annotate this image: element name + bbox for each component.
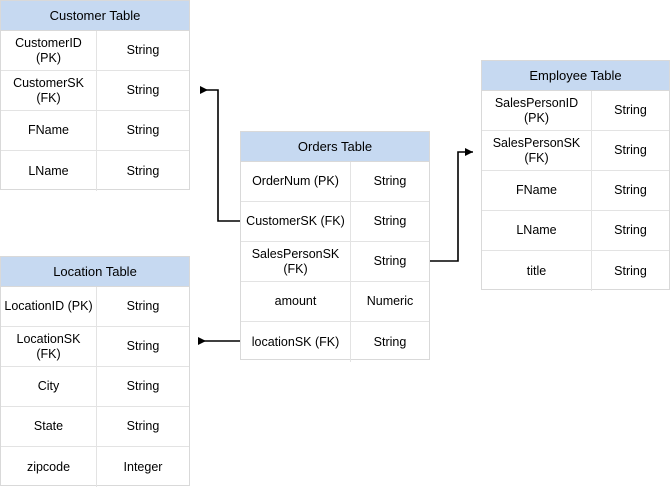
employee-table[interactable]: Employee Table SalesPersonID (PK) String… [481, 60, 670, 291]
field-name: CustomerSK (FK) [1, 71, 97, 110]
field-name: OrderNum (PK) [241, 162, 351, 201]
field-type: String [373, 254, 407, 269]
field-type: String [126, 299, 160, 314]
field-name: title [482, 251, 592, 291]
field-name: FName [1, 111, 97, 150]
field-type: String [614, 223, 647, 238]
field-type: Numeric [366, 294, 414, 309]
field-name: LName [482, 211, 592, 250]
table-row[interactable]: LName String [1, 151, 189, 191]
field-name: LName [1, 151, 97, 191]
field-name: SalesPersonSK (FK) [241, 242, 351, 281]
connector-orders-customer [200, 86, 240, 222]
field-name: amount [241, 282, 351, 321]
field-name: locationSK (FK) [241, 322, 351, 362]
field-name: City [1, 367, 97, 406]
location-table-title: Location Table [1, 257, 189, 287]
field-name: CustomerSK (FK) [241, 202, 351, 241]
field-type: String [373, 174, 407, 189]
field-type: String [614, 263, 647, 278]
field-type: String [126, 339, 160, 354]
field-type: String [614, 103, 647, 118]
field-type: String [614, 183, 647, 198]
table-row[interactable]: zipcode Integer [1, 447, 189, 487]
field-name: SalesPersonID (PK) [482, 91, 592, 130]
table-row[interactable]: CustomerSK (FK) String [241, 202, 429, 242]
field-name: State [1, 407, 97, 446]
table-row[interactable]: OrderNum (PK) String [241, 162, 429, 202]
field-type: String [126, 379, 160, 394]
customer-table-title: Customer Table [1, 1, 189, 31]
table-row[interactable]: CustomerID (PK) String [1, 31, 189, 71]
connector-orders-employee [430, 148, 473, 262]
table-row[interactable]: FName String [1, 111, 189, 151]
location-table[interactable]: Location Table LocationID (PK) String Lo… [0, 256, 190, 487]
field-type: String [373, 334, 407, 349]
employee-table-title: Employee Table [482, 61, 669, 91]
table-row[interactable]: LName String [482, 211, 669, 251]
field-name: FName [482, 171, 592, 210]
field-type: String [126, 419, 160, 434]
table-row[interactable]: FName String [482, 171, 669, 211]
orders-table[interactable]: Orders Table OrderNum (PK) String Custom… [240, 131, 430, 362]
field-type: String [126, 43, 160, 58]
table-row[interactable]: title String [482, 251, 669, 291]
field-name: CustomerID (PK) [1, 31, 97, 70]
field-type: String [373, 214, 407, 229]
table-row[interactable]: State String [1, 407, 189, 447]
customer-table[interactable]: Customer Table CustomerID (PK) String Cu… [0, 0, 190, 191]
field-name: LocationID (PK) [1, 287, 97, 326]
field-type: String [126, 163, 160, 178]
table-row[interactable]: City String [1, 367, 189, 407]
table-row[interactable]: SalesPersonSK (FK) String [482, 131, 669, 171]
table-row[interactable]: amount Numeric [241, 282, 429, 322]
field-type: String [614, 143, 647, 158]
field-type: Integer [123, 459, 163, 474]
field-name: SalesPersonSK (FK) [482, 131, 592, 170]
orders-table-title: Orders Table [241, 132, 429, 162]
table-row[interactable]: locationSK (FK) String [241, 322, 429, 362]
field-type: String [126, 123, 160, 138]
table-row[interactable]: SalesPersonSK (FK) String [241, 242, 429, 282]
table-row[interactable]: LocationSK (FK) String [1, 327, 189, 367]
table-row[interactable]: SalesPersonID (PK) String [482, 91, 669, 131]
field-type: String [126, 83, 160, 98]
table-row[interactable]: LocationID (PK) String [1, 287, 189, 327]
table-row[interactable]: CustomerSK (FK) String [1, 71, 189, 111]
field-name: LocationSK (FK) [1, 327, 97, 366]
field-name: zipcode [1, 447, 97, 487]
